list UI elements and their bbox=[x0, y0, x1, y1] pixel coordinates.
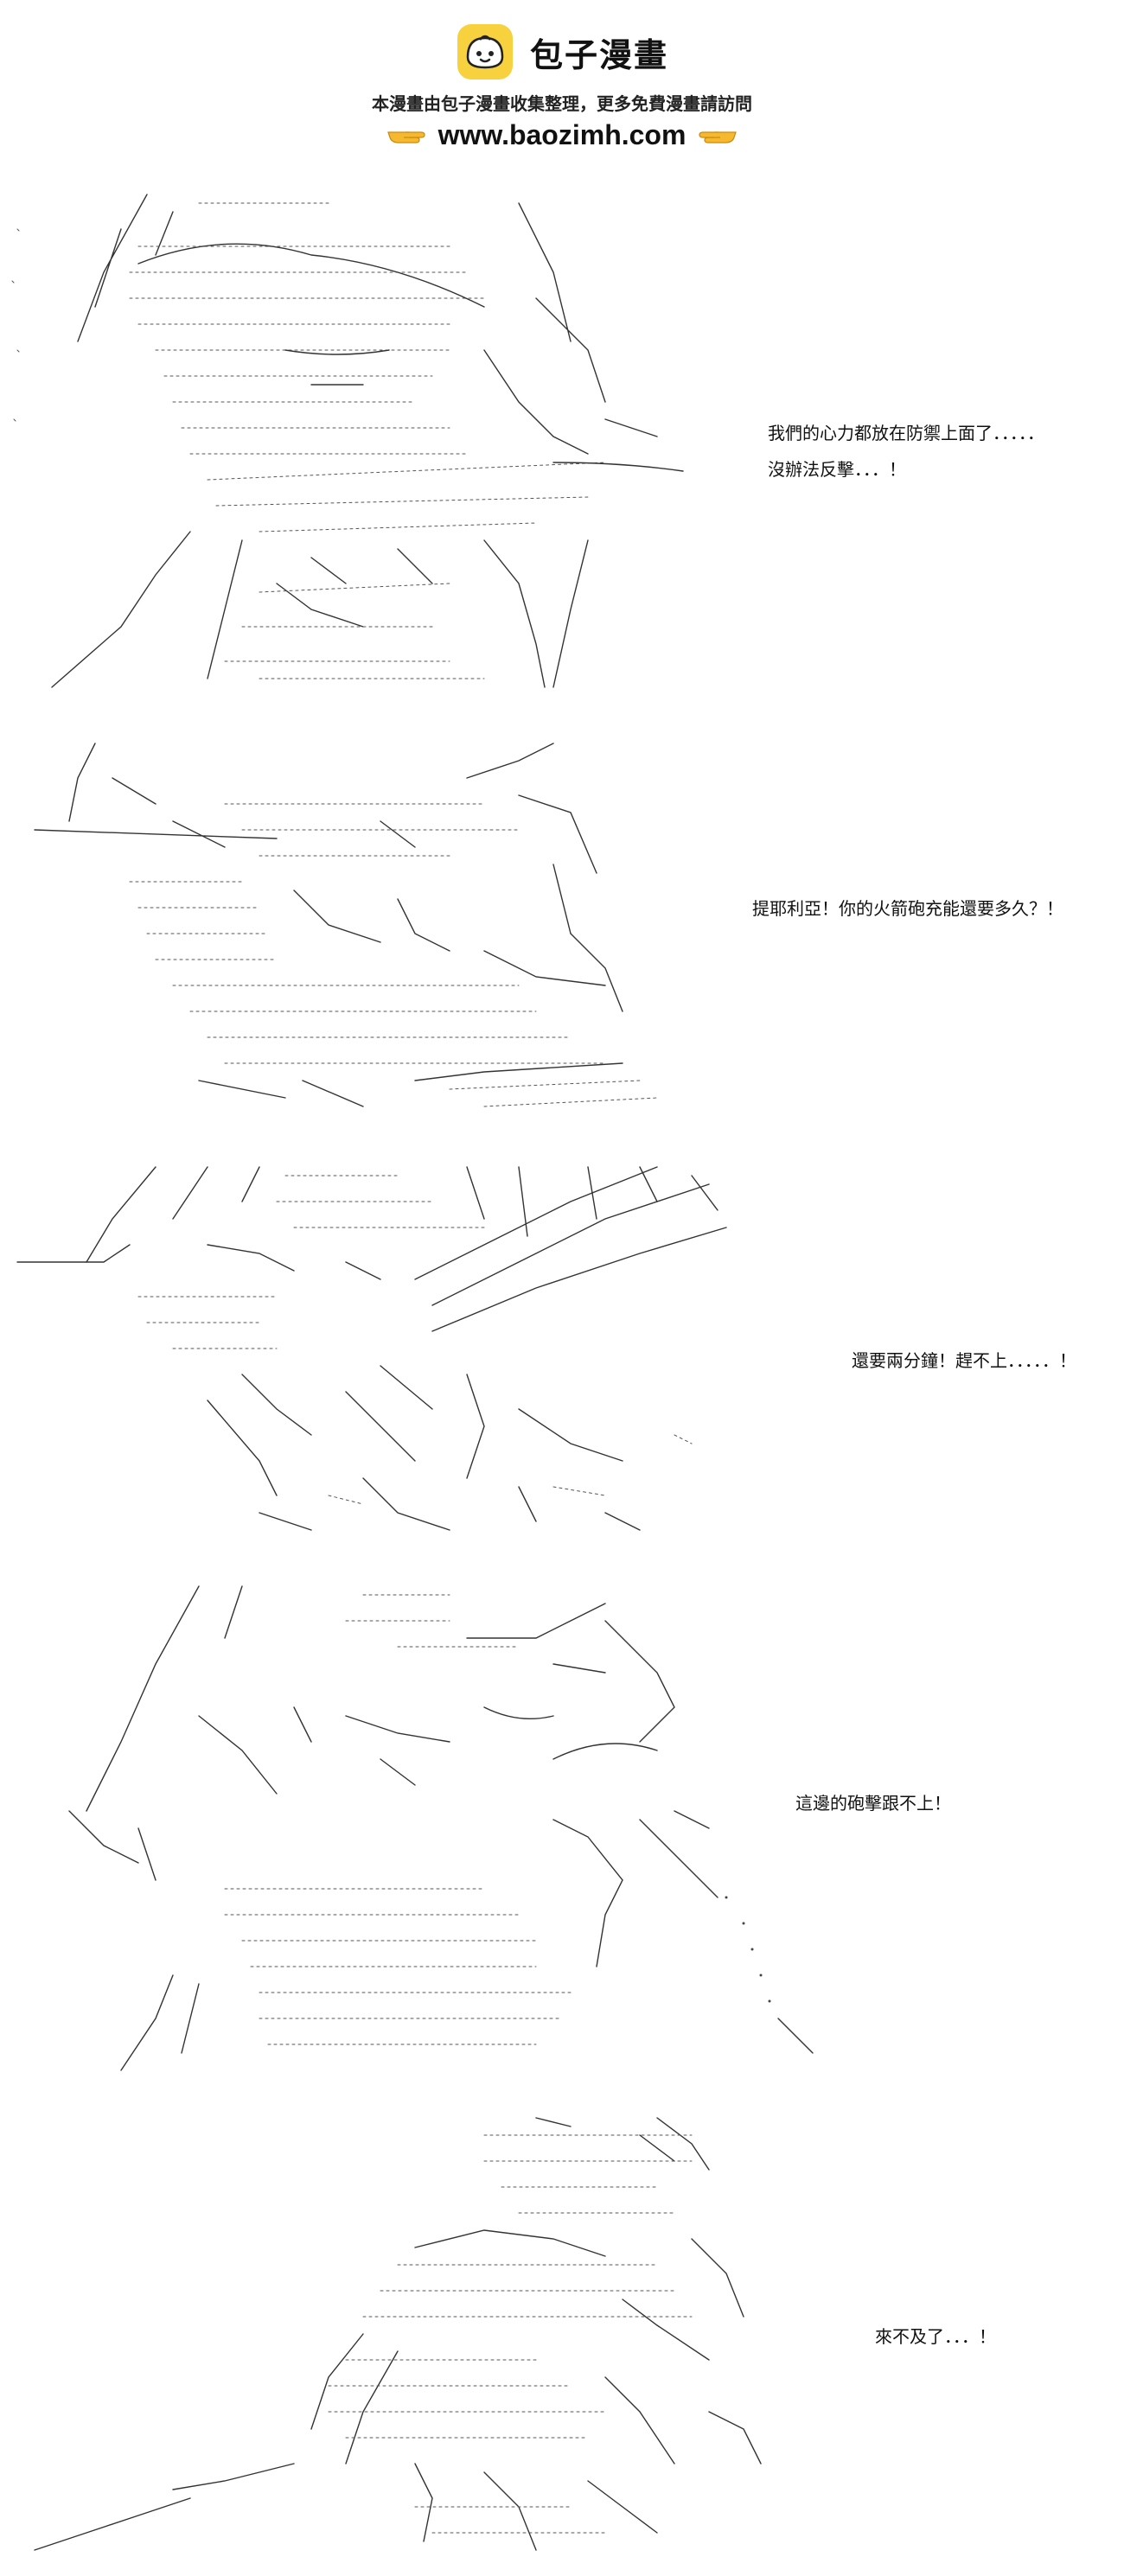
bun-face-icon bbox=[457, 24, 513, 80]
ascii-art-figure bbox=[0, 2101, 830, 2559]
panel-3: 還要兩分鐘！趕不上．．．．．！ bbox=[0, 1150, 1124, 1556]
dialogue-text: 我們的心力都放在防禦上面了．．．．． 沒辦法反擊．．．！ bbox=[768, 423, 1044, 480]
pointing-hand-icon bbox=[699, 131, 738, 143]
site-notice: 本漫畫由包子漫畫收集整理，更多免費漫畫請訪問 bbox=[372, 93, 752, 114]
logo-row[interactable]: 包子漫畫 bbox=[0, 17, 1124, 86]
panel-1: 我們的心力都放在防禦上面了．．．．． 沒辦法反擊．．．！ bbox=[0, 177, 1124, 696]
ascii-art-figure bbox=[0, 726, 744, 1132]
site-header: 包子漫畫 本漫畫由包子漫畫收集整理，更多免費漫畫請訪問 www.baozimh.… bbox=[0, 0, 1124, 164]
panel-2: 提耶利亞！你的火箭砲充能還要多久？！ bbox=[0, 726, 1124, 1132]
site-url-link[interactable]: www.baozimh.com bbox=[437, 118, 687, 150]
panel-4: 這邊的砲擊跟不上！ bbox=[0, 1569, 1124, 2079]
url-row[interactable]: www.baozimh.com bbox=[0, 116, 1124, 154]
dialogue-text: 提耶利亞！你的火箭砲充能還要多久？！ bbox=[752, 898, 1063, 919]
dialogue-text: 還要兩分鐘！趕不上．．．．．！ bbox=[852, 1350, 1076, 1371]
dialogue-text: 來不及了．．．！ bbox=[875, 2326, 996, 2347]
site-name: 包子漫畫 bbox=[529, 35, 668, 74]
ascii-art-figure bbox=[0, 1150, 761, 1556]
panel-5: 來不及了．．．！ bbox=[0, 2101, 1124, 2559]
pointing-hand-icon bbox=[386, 131, 425, 143]
ascii-art-figure bbox=[0, 1569, 830, 2079]
ascii-art-figure bbox=[0, 177, 744, 696]
dialogue-text: 這邊的砲擊跟不上！ bbox=[795, 1793, 951, 1814]
